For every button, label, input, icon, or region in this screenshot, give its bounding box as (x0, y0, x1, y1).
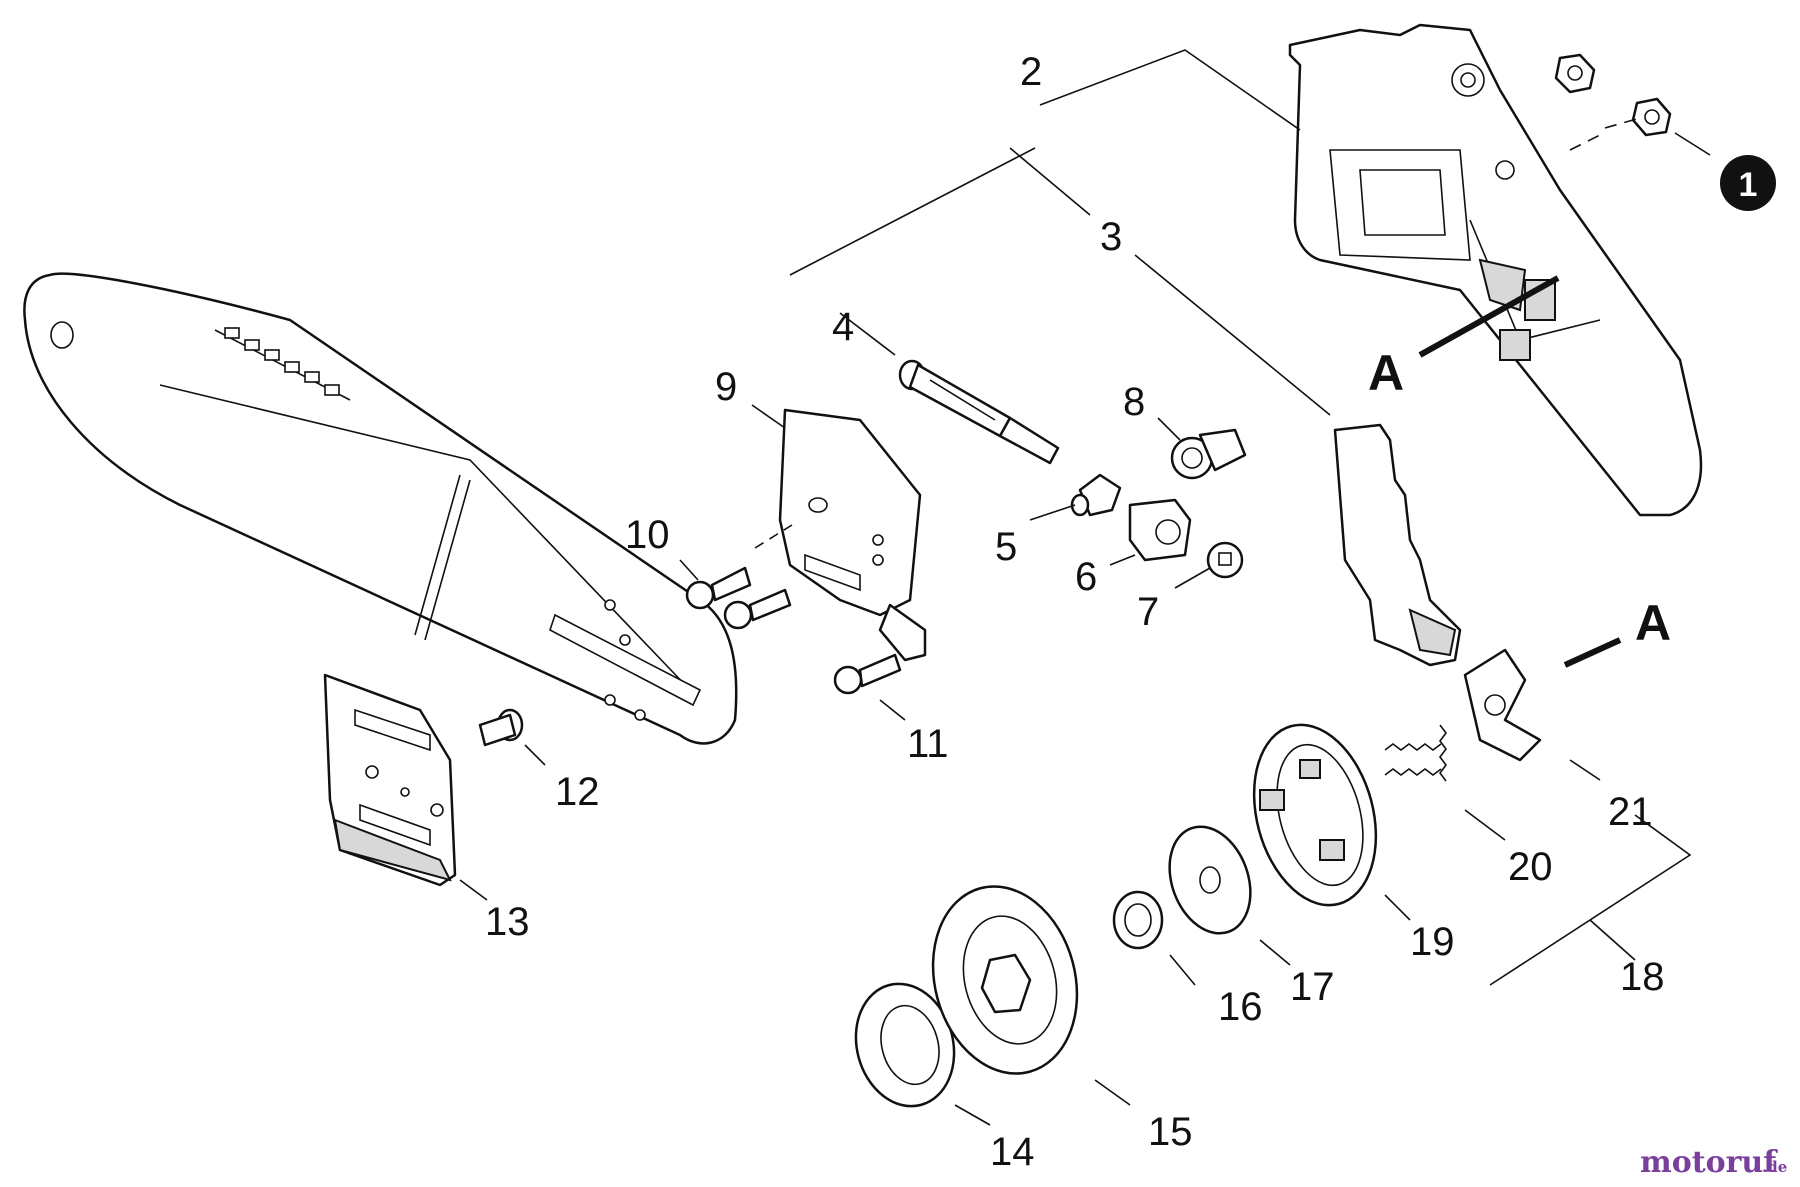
tensioner-pin (1070, 473, 1122, 517)
screw-10-lower (723, 588, 792, 630)
adjuster-gear (1206, 541, 1244, 579)
bar-nut-upper (1554, 53, 1596, 94)
clutch-assembly (1252, 723, 1378, 907)
section-marker-a-upper: A (1368, 345, 1404, 401)
saw-chain (214, 327, 351, 401)
callout-21: 21 (1608, 790, 1653, 834)
screw-10-upper (685, 566, 752, 610)
section-a-line-lower (1563, 637, 1622, 668)
callout-9: 9 (715, 365, 737, 409)
adjuster-pinion (1170, 428, 1247, 480)
clutch-washer (1168, 825, 1252, 935)
callout-8: 8 (1123, 380, 1145, 424)
callout-11: 11 (907, 722, 949, 766)
section-marker-a-lower: A (1635, 595, 1671, 651)
callout-2: 2 (1020, 50, 1042, 94)
callout-12: 12 (555, 770, 600, 814)
watermark-suffix: .de (1762, 1158, 1787, 1176)
outer-guide-plate (778, 408, 927, 662)
guide-bar (23, 272, 738, 745)
callout-16: 16 (1218, 985, 1263, 1029)
callout-20: 20 (1508, 845, 1553, 889)
callout-15: 15 (1148, 1110, 1193, 1154)
screw-12 (478, 708, 524, 747)
chain-cover (1288, 23, 1703, 517)
reference-badge: 1 (1720, 155, 1776, 211)
reference-badge-label: 1 (1739, 166, 1758, 204)
callout-5: 5 (995, 525, 1017, 569)
bar-nut-lower (1631, 97, 1672, 137)
callout-18: 18 (1620, 955, 1665, 999)
callout-7: 7 (1137, 590, 1159, 634)
rim-sprocket (854, 982, 956, 1108)
tensioner-bolt (898, 359, 1060, 465)
callout-14: 14 (990, 1130, 1035, 1174)
needle-bearing (1112, 890, 1164, 950)
screw-11 (833, 653, 902, 695)
callout-6: 6 (1075, 555, 1097, 599)
callout-13: 13 (485, 900, 530, 944)
callout-10: 10 (625, 513, 670, 557)
watermark-text: motoruf (1640, 1145, 1778, 1180)
adjuster-block (1128, 498, 1192, 562)
callout-19: 19 (1410, 920, 1455, 964)
clutch-drum (931, 885, 1079, 1075)
clutch-hub (1463, 648, 1542, 762)
callout-4: 4 (832, 305, 854, 349)
inner-cover-plate (1333, 423, 1462, 667)
section-a-line-upper (1418, 275, 1560, 358)
inner-guide-plate (323, 673, 457, 887)
leader-lines (459, 49, 1711, 1126)
clutch-springs (1384, 724, 1447, 782)
callout-3: 3 (1100, 215, 1122, 259)
callout-17: 17 (1290, 965, 1335, 1009)
watermark: motoruf .de (1640, 1145, 1787, 1180)
